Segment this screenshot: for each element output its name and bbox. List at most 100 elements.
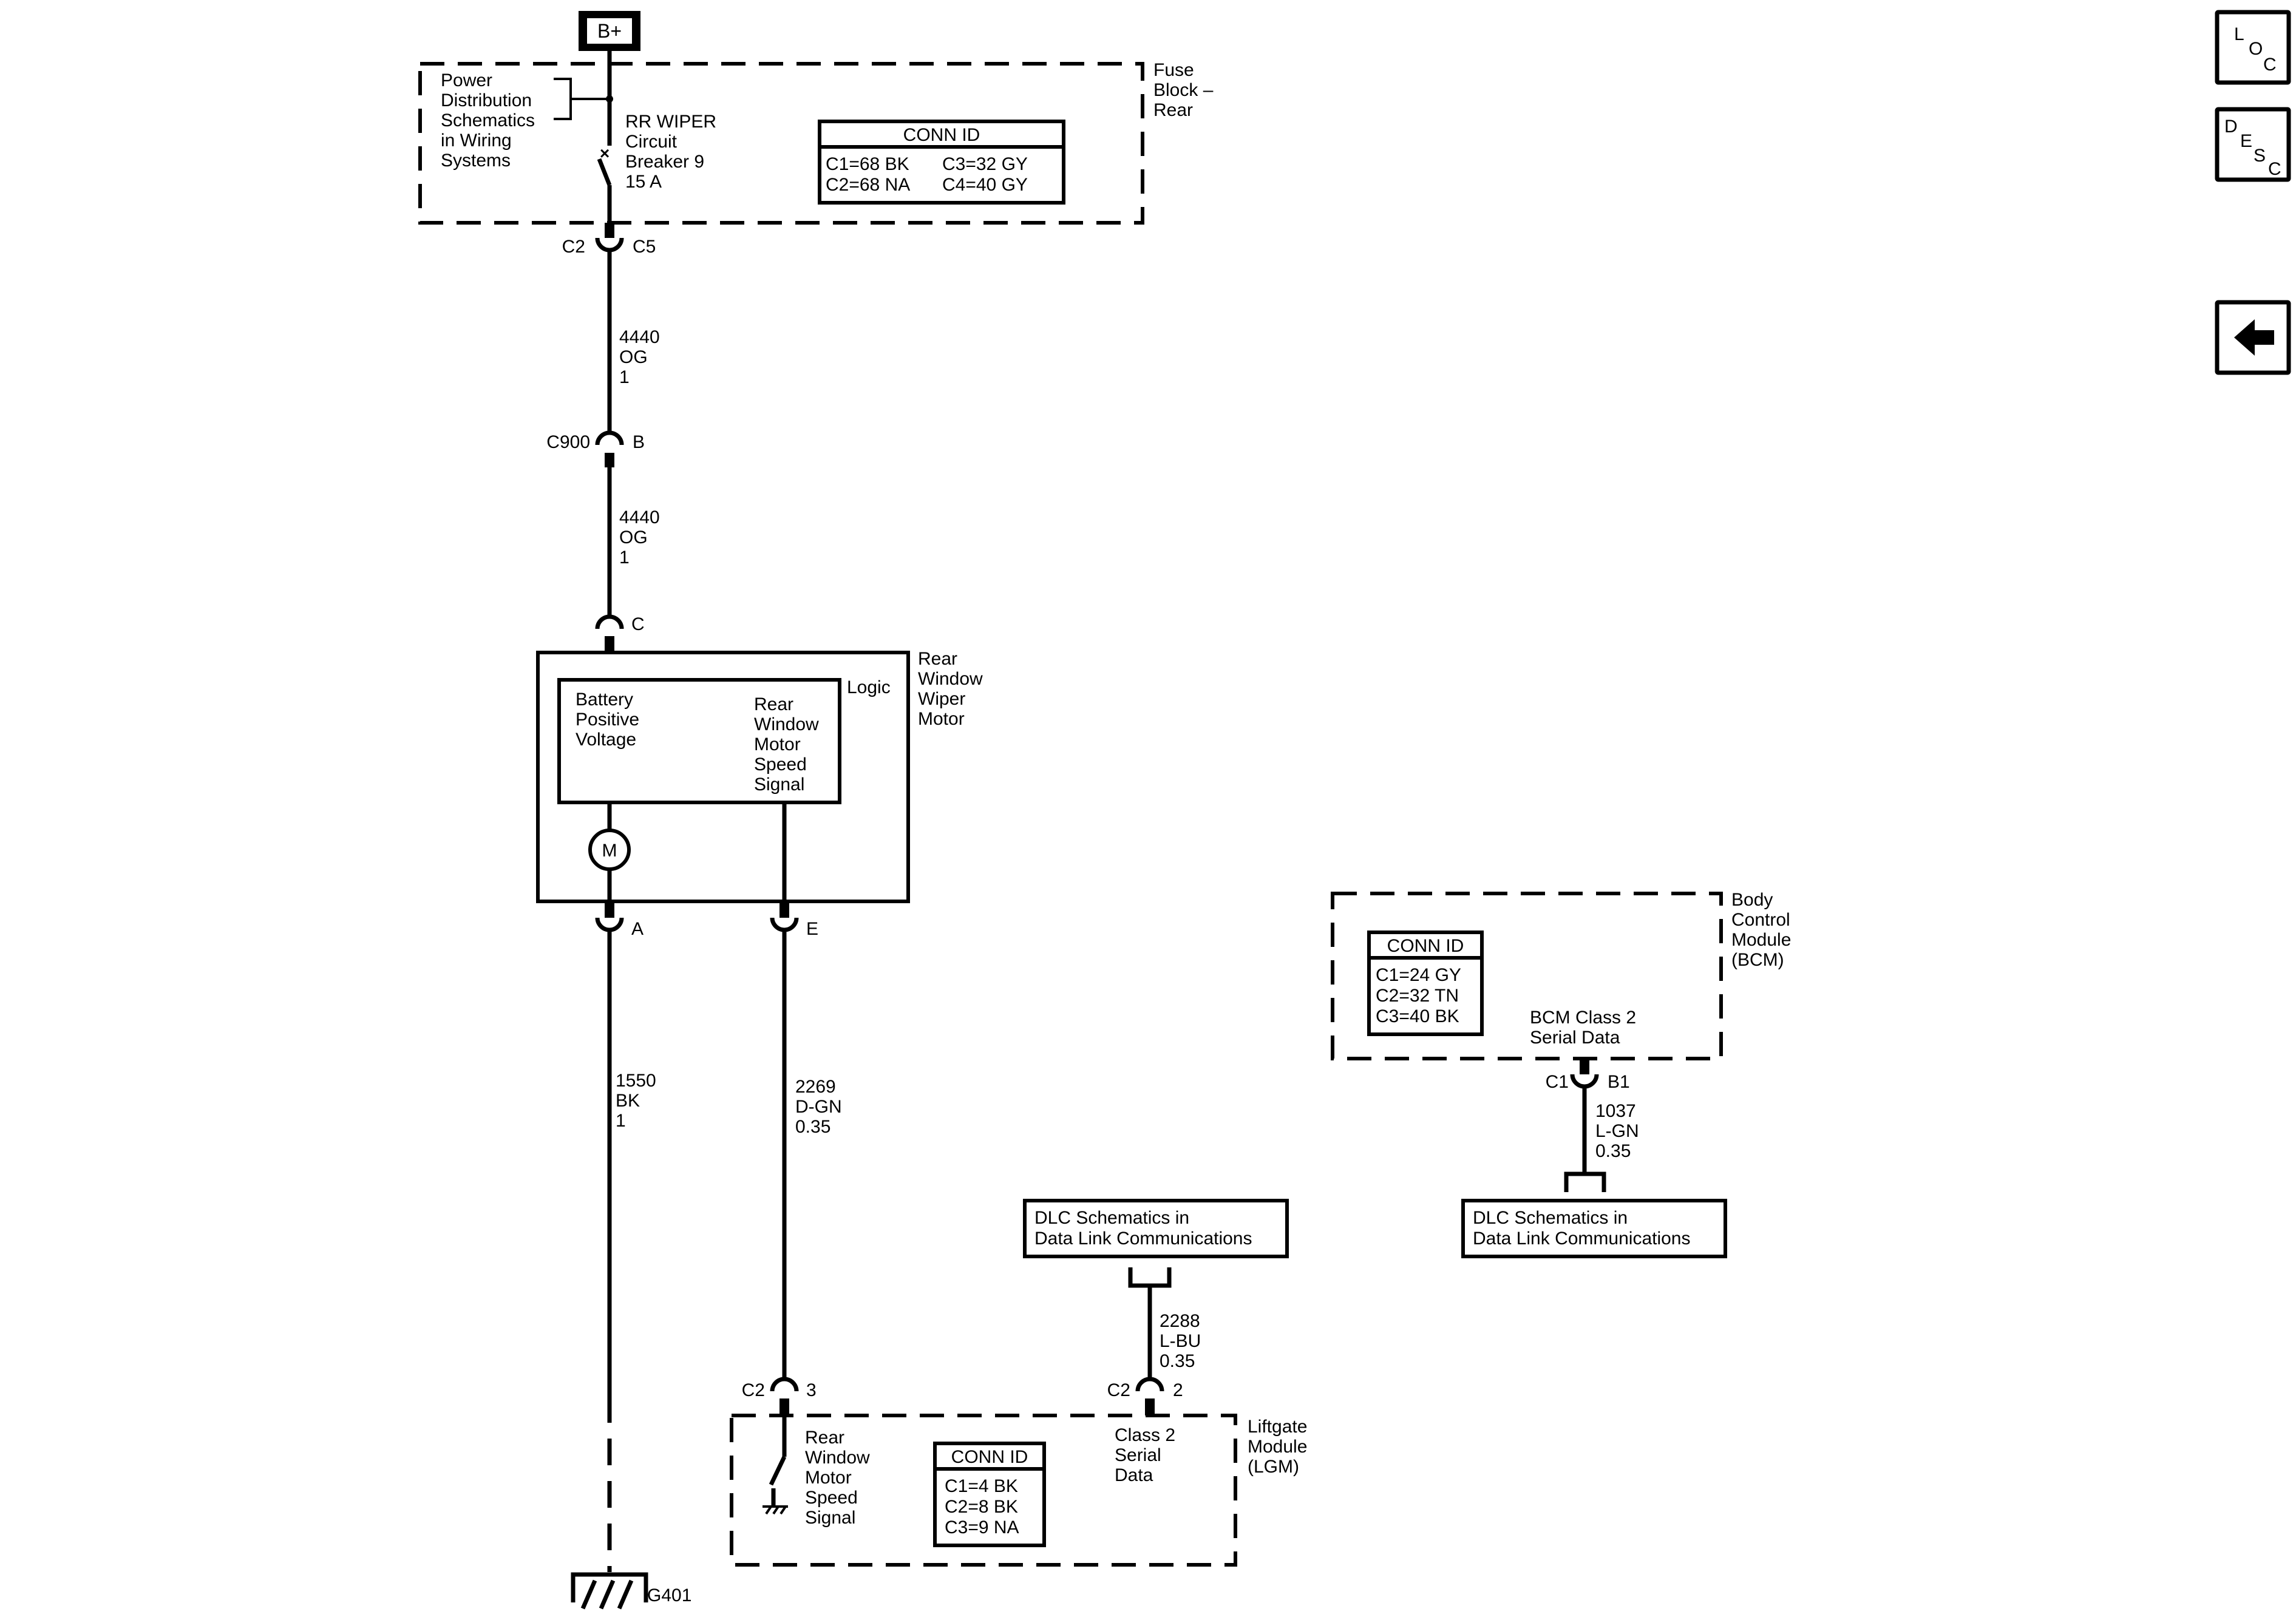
motor-name-1: Rear [918,649,957,669]
fuse-block-name-1: Fuse [1153,60,1194,80]
back-button[interactable] [2215,300,2291,375]
speed-signal-4: Speed [754,754,807,775]
speed-signal-1: Rear [754,694,793,714]
dlc-reference-right[interactable]: DLC Schematics in Data Link Communicatio… [1461,1199,1727,1258]
lgm-name-1: Liftgate [1248,1417,1307,1437]
speed-signal-3: Motor [754,734,801,754]
motor-pin-e: E [806,919,818,939]
svg-text:B: B [633,432,645,452]
connector-c900: C900 B [546,430,645,467]
battery-voltage-3: Voltage [576,730,636,750]
wire-1037-color: L-GN [1595,1121,1639,1141]
power-ref-5: Systems [441,151,511,171]
svg-text:C1=24 GY: C1=24 GY [1376,965,1461,985]
svg-text:DLC Schematics in: DLC Schematics in [1473,1208,1628,1228]
svg-text:Data Link Communications: Data Link Communications [1473,1229,1691,1249]
lgm-pin2-left: C2 [1107,1380,1130,1400]
wire-2269-size: 0.35 [795,1117,830,1137]
fuse-block-rear: Fuse Block – Rear Power Distribution Sch… [418,60,1214,225]
svg-text:C2=68 NA: C2=68 NA [826,175,910,195]
dlc-reference-left[interactable]: DLC Schematics in Data Link Communicatio… [1023,1199,1289,1258]
breaker-contact-icon: × [600,144,610,163]
wire-4440-b-num: 4440 [619,507,660,527]
lgm-speed-1: Rear [805,1428,844,1448]
bcm-name-3: Module [1731,930,1791,950]
wire-1550-num: 1550 [616,1071,656,1091]
wire-4440-a-color: OG [619,347,648,367]
wire-2269-num: 2269 [795,1077,836,1097]
svg-text:C3=40 BK: C3=40 BK [1376,1006,1459,1026]
svg-text:C3=9 NA: C3=9 NA [945,1517,1019,1537]
battery-supply: B+ [579,11,640,51]
logic-label: Logic [847,677,891,697]
motor-name-3: Wiper [918,689,965,709]
svg-text:C900: C900 [546,432,590,452]
battery-voltage-2: Positive [576,710,639,730]
svg-text:C2=8 BK: C2=8 BK [945,1497,1018,1517]
wire-4440-a-num: 4440 [619,327,660,347]
svg-text:C4=40 GY: C4=40 GY [942,175,1028,195]
svg-text:C: C [2263,55,2277,75]
power-ref-1: Power [441,70,492,90]
arrow-left-icon [2234,319,2274,356]
wire-4440-b-size: 1 [619,547,630,568]
svg-text:CONN ID: CONN ID [903,125,980,145]
speed-signal-5: Signal [754,775,804,795]
wire-4440-a-size: 1 [619,367,630,387]
wire-1037-size: 0.35 [1595,1141,1631,1161]
svg-text:C: C [2268,159,2281,179]
bcm-name-2: Control [1731,910,1790,930]
lgm-class2-3: Data [1115,1465,1153,1485]
motor-pin-c: C [631,614,645,634]
fuse-block-name-3: Rear [1153,100,1193,120]
lgm-class2-1: Class 2 [1115,1425,1175,1445]
body-control-module: Body Control Module (BCM) CONN ID C1=24 … [1331,890,1791,1060]
bcm-serial-1: BCM Class 2 [1530,1008,1636,1028]
ground-label: G401 [647,1585,691,1605]
lgm-speed-2: Window [805,1448,870,1468]
lgm-pin1-right: 3 [806,1380,817,1400]
rear-window-wiper-motor: Rear Window Wiper Motor Logic Battery Po… [536,649,983,903]
desc-button[interactable]: D E S C [2215,107,2291,182]
svg-text:D: D [2224,117,2238,137]
svg-text:L: L [2234,24,2244,44]
bcm-serial-2: Serial Data [1530,1028,1620,1048]
bcm-conn-id: CONN ID C1=24 GY C2=32 TN C3=40 BK [1367,931,1484,1036]
lgm-speed-5: Signal [805,1508,855,1528]
svg-text:C2=32 TN: C2=32 TN [1376,986,1459,1006]
power-ref-4: in Wiring [441,131,512,151]
lgm-class2-2: Serial [1115,1445,1161,1465]
wire-2288-size: 0.35 [1160,1351,1195,1371]
lgm-speed-4: Speed [805,1488,858,1508]
svg-text:C1=68 BK: C1=68 BK [826,154,909,174]
loc-button[interactable]: L O C [2215,10,2291,85]
wire-1550-size: 1 [616,1111,626,1131]
motor-name-2: Window [918,669,983,689]
motor-pin-a: A [631,919,644,939]
battery-supply-label: B+ [597,20,622,42]
wire-2288-num: 2288 [1160,1311,1200,1331]
power-ref-3: Schematics [441,110,535,131]
svg-text:O: O [2249,39,2263,59]
svg-text:C1=4 BK: C1=4 BK [945,1476,1018,1496]
wire-1550-color: BK [616,1091,640,1111]
liftgate-module: Liftgate Module (LGM) Rear Window Motor … [730,1414,1307,1567]
fuse-out-left: C2 [562,237,585,257]
lgm-name-3: (LGM) [1248,1457,1299,1477]
svg-text:E: E [2240,131,2252,151]
bcm-pin-right: B1 [1608,1072,1630,1092]
speed-signal-2: Window [754,714,819,734]
lgm-name-2: Module [1248,1437,1307,1457]
breaker-label-4: 15 A [625,172,662,192]
wire-2288-color: L-BU [1160,1331,1201,1351]
fuse-block-conn-id: CONN ID C1=68 BK C2=68 NA C3=32 GY C4=40… [818,120,1065,205]
lgm-pin2-right: 2 [1173,1380,1183,1400]
wire-2269-color: D-GN [795,1097,842,1117]
breaker-label-1: RR WIPER [625,112,716,132]
motor-name-4: Motor [918,709,965,729]
wire-1037-num: 1037 [1595,1101,1636,1121]
breaker-label-3: Breaker 9 [625,152,704,172]
battery-voltage-1: Battery [576,690,633,710]
wire-4440-b-color: OG [619,527,648,547]
svg-text:Data Link Communications: Data Link Communications [1034,1229,1252,1249]
